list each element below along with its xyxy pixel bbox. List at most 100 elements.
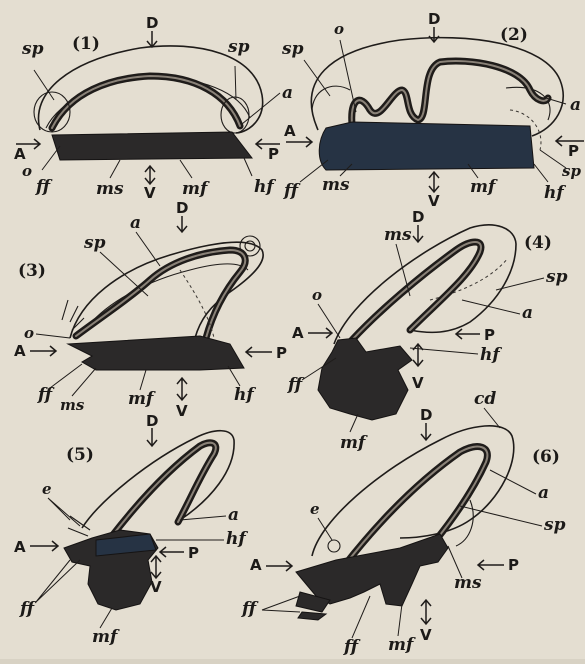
figure-3-label-a: a [130,213,141,233]
figure-1-label-ms: ms [96,179,124,199]
figure-3-arrow-V [177,378,187,400]
figure-3-label-sp: sp [83,233,106,253]
figure-6-number: (6) [532,447,560,467]
figure-5-label-hf: hf [226,529,248,549]
figure-3-label-P: P [276,344,287,362]
figure-1-arrow-V [145,166,155,184]
figure-3-arrow-D [177,216,187,232]
figure-6-arrow-A [266,561,292,571]
figure-4-label-ms: ms [384,225,412,245]
figure-3-label-ms: ms [60,396,85,414]
figure-2-label-sp-right: sp [562,162,581,180]
figure-4-arrow-V [413,344,423,366]
figure-2-label-D: D [428,10,440,28]
figure-1: (1) sp sp D a A P o ff ms V mf hf [14,14,293,202]
figure-5-label-V: V [150,578,162,596]
figure-4-arrow-P [456,329,480,339]
figure-2: (2) sp o D a A P sp ff ms V mf hf [281,10,584,210]
figure-6-label-ff-bottom: ff [343,637,361,657]
figure-2-foot [319,122,534,170]
figure-1-arrow-D [147,31,157,47]
figure-4-label-ff: ff [287,375,305,395]
figure-3-label-V: V [176,402,188,420]
figure-5-gut [112,443,216,536]
figure-5-label-A: A [14,538,26,556]
figure-4-label-a: a [522,303,533,323]
figure-3-label-mf: mf [128,389,156,409]
figure-3-label-o: o [24,324,34,342]
figure-6-label-D: D [420,406,432,424]
figure-4-arrow-D [413,225,423,242]
figure-2-label-a: a [570,95,581,115]
figure-1-foot [52,132,252,160]
figure-4-label-A: A [292,324,304,342]
figure-1-label-o: o [22,162,32,180]
figure-1-number: (1) [72,34,100,54]
figure-4-label-mf: mf [340,433,368,453]
figure-1-label-sp-left: sp [21,39,44,59]
figure-1-label-sp-right: sp [227,37,250,57]
figure-3-gut [76,250,245,338]
figure-6-label-V: V [420,626,432,644]
figure-6: (6) D cd a sp e A P ms ff ff mf V [241,389,566,657]
figure-3-label-hf: hf [234,385,256,405]
figure-5-label-e: e [42,480,52,498]
figure-4-number: (4) [524,233,552,253]
figure-6-arrow-V [421,600,431,624]
figure-2-label-A: A [284,122,296,140]
figure-6-arrow-D [421,423,431,440]
figure-6-foot [296,534,448,606]
figure-6-label-A: A [250,556,262,574]
figure-3-arrow-P [246,347,272,357]
figure-1-label-mf: mf [182,179,210,199]
figure-6-label-P: P [508,556,519,574]
figure-2-label-P: P [568,142,579,160]
figure-1-label-ff: ff [35,177,53,197]
figure-1-label-a: a [282,83,293,103]
figure-3-label-A: A [14,342,26,360]
figure-6-label-sp: sp [543,515,566,535]
figure-5-arrow-A [30,541,58,551]
figure-2-label-ff: ff [283,181,301,201]
figure-4-label-sp: sp [545,267,568,287]
figure-3-label-D: D [176,199,188,217]
figure-1-label-P: P [268,145,279,163]
figure-5-label-mf: mf [92,627,120,647]
figure-3-label-ff: ff [37,385,55,405]
figure-5-arrow-D [147,428,157,446]
figure-4-label-o: o [312,286,322,304]
figure-2-arrow-V [429,172,439,192]
figure-6-arrow-P [478,560,504,570]
figure-5-number: (5) [66,445,94,465]
figure-5-label-ff: ff [19,599,37,619]
figure-2-inner-shell [312,86,550,120]
figure-4-arrow-A [308,328,332,338]
figure-6-label-e: e [310,500,320,518]
figure-2-label-sp-left: sp [281,39,304,59]
figure-6-eye [328,540,340,552]
figure-4-label-hf: hf [480,345,502,365]
figure-1-label-V: V [144,184,156,202]
figure-3-shell [70,242,263,338]
figure-5-arrow-P [160,547,184,557]
figure-2-label-hf: hf [544,183,566,203]
figure-1-gut [52,76,240,128]
figure-6-label-cd: cd [474,389,496,409]
figure-1-shell [38,46,262,133]
figure-2-label-V: V [428,192,440,210]
figure-2-label-mf: mf [470,177,498,197]
figure-5-label-P: P [188,544,199,562]
figure-1-label-D: D [146,14,158,32]
figure-6-label-ff-left: ff [241,599,259,619]
figure-2-label-ms: ms [322,175,350,195]
figure-2-arrow-D [429,27,439,42]
figure-6-label-ms: ms [454,573,482,593]
figure-1-label-A: A [14,145,26,163]
figure-1-label-hf: hf [254,177,276,197]
figure-4-label-V: V [412,374,424,392]
figure-5-label-a: a [228,505,239,525]
figure-4-label-D: D [412,208,424,226]
figure-6-label-a: a [538,483,549,503]
